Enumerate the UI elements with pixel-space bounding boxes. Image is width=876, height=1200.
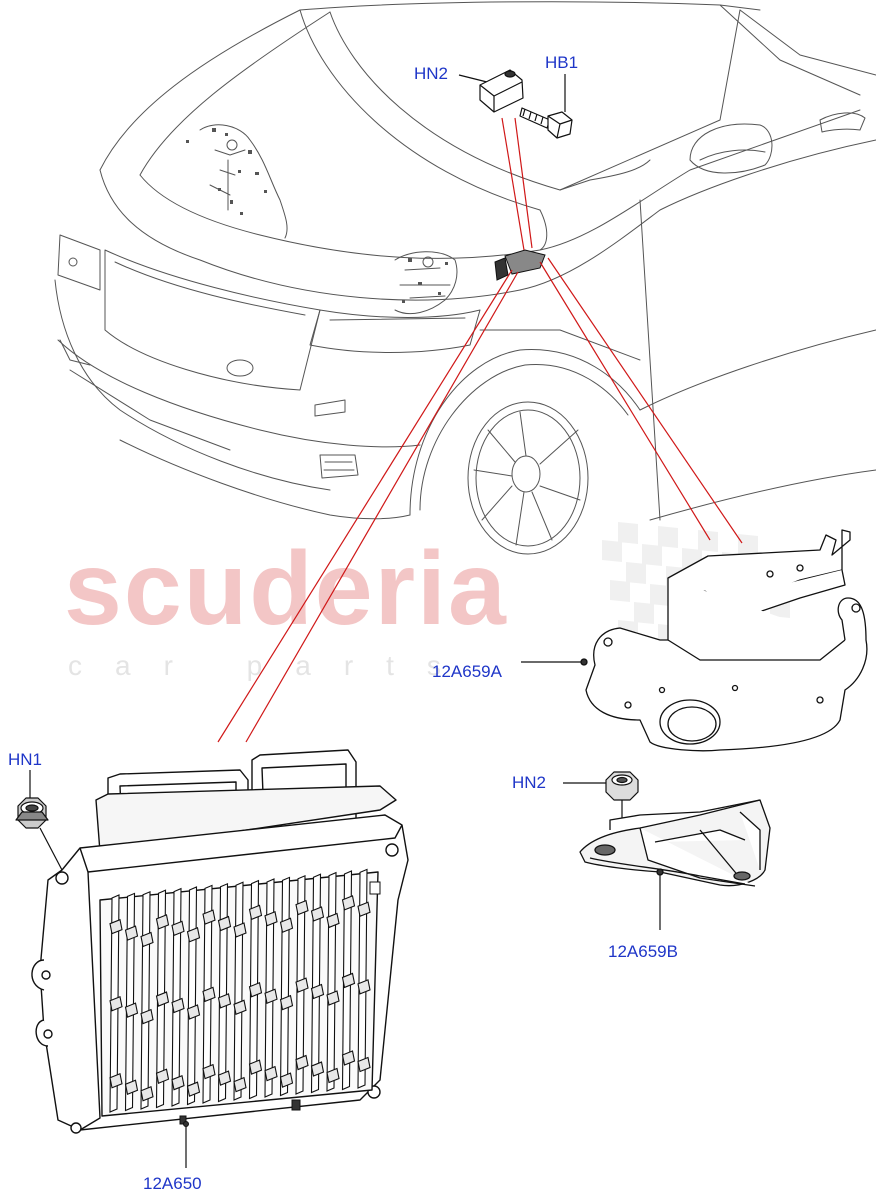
ecu-fin [326, 871, 337, 1092]
ecu-fin-tab [155, 991, 170, 1007]
ecu-fin-tab [171, 997, 185, 1014]
ecu-fin-tab [109, 918, 123, 935]
ecu-fin-tab [140, 931, 154, 948]
watermark-checker-square [658, 526, 678, 548]
callout-12a659b: 12A659B [608, 942, 678, 961]
ecu-fin-tab [202, 909, 216, 925]
ecu-fin-tab [248, 904, 263, 921]
ecu-fin-tab [295, 977, 309, 993]
watermark-checker-square [634, 602, 654, 624]
watermark-checker-square [618, 522, 638, 544]
watermark-checker-square [698, 530, 718, 552]
ecu-fin-tab [186, 1004, 201, 1020]
ecu-fin [124, 892, 136, 1112]
ecu-fin-tab [341, 1050, 356, 1066]
ecu-fin-tab [264, 911, 278, 927]
ecu-fin-tab [124, 1079, 139, 1095]
support-bracket-icon [579, 799, 771, 887]
ecu-fin-tab [140, 1085, 154, 1102]
ecu-fin [279, 876, 291, 1097]
ecu-fin-tab [171, 1074, 185, 1091]
bolt-icon [519, 107, 573, 139]
ecu-fin-tab [217, 915, 232, 932]
ecu-fin-tab [326, 912, 340, 929]
ecu-fin-tab [233, 1076, 247, 1093]
leader-lines-black [29, 74, 661, 1168]
ecu-fin-tab [279, 1072, 294, 1088]
callout-12a659a: 12A659A [432, 662, 502, 681]
ecu-fin-tab [341, 972, 356, 989]
ecu-fin-tab [217, 1070, 232, 1086]
ecu-fin-tab [233, 922, 247, 938]
ecu-fin-tab [310, 1061, 325, 1077]
ecu-fin-tab [295, 899, 309, 916]
ecu-fin-tab [202, 986, 216, 1003]
ecu-location-marker [494, 249, 546, 281]
ecu-fin-tab [357, 979, 371, 995]
ecu-fin-tab [264, 1065, 278, 1082]
ecu-fin [186, 886, 198, 1106]
ecu-fin-tab [233, 999, 247, 1016]
ecu-fin-tab [124, 925, 139, 941]
watermark-checker-square [610, 580, 630, 602]
ecu-fin-tab [248, 1059, 263, 1075]
nut-icon [479, 69, 524, 113]
ecu-fin-tab [124, 1002, 139, 1018]
watermark-checker-square [626, 562, 646, 584]
mounting-bracket-icon [580, 529, 868, 752]
ecu-fin-tab [341, 895, 356, 911]
ecu-fin [171, 887, 182, 1107]
vehicle-outline-icon [54, 1, 876, 555]
ecu-fin-tab [326, 1067, 340, 1084]
callout-hn1: HN1 [8, 750, 43, 769]
ecu-fin-tab [186, 926, 201, 943]
watermark-checker-square [602, 540, 622, 562]
ecu-fin-tab [279, 917, 294, 933]
ecu-pins [179, 881, 381, 1127]
ecu-fin-tab [217, 993, 232, 1009]
ecu-fin-tab [109, 1073, 123, 1089]
engine-bay-connectors [186, 128, 448, 303]
hn1-leader [39, 827, 63, 871]
ecu-fin-tab [326, 990, 340, 1006]
callout-12a650: 12A650 [143, 1174, 202, 1193]
watermark-checker-square [738, 534, 758, 556]
ecu-fin-tab [186, 1081, 201, 1097]
ecu-fin [140, 890, 151, 1110]
nut-icon [15, 797, 49, 829]
watermark-checker-square [642, 544, 662, 566]
ecu-fin-tab [295, 1054, 309, 1071]
callout-hn2-top: HN2 [414, 64, 449, 83]
ecu-fin-tab [109, 995, 123, 1012]
ecu-fin-tab [248, 981, 263, 998]
ecu-fin-tab [310, 906, 325, 922]
callout-hn2-lower: HN2 [512, 773, 547, 792]
ecu-fin-tab [279, 994, 294, 1011]
ecu-fin [357, 868, 368, 1089]
ecu-fin-tab [140, 1008, 154, 1025]
ecu-fin-tab [357, 1056, 371, 1073]
ecu-fin [217, 882, 229, 1103]
ecu-fin-tab [202, 1063, 216, 1080]
ecu-fin-tab [310, 983, 325, 1000]
ecu-fin-tab [357, 901, 371, 918]
ecu-cooling-fins [109, 868, 371, 1113]
ecu-fin [264, 878, 275, 1098]
ecu-fin-tab [171, 920, 185, 937]
ecu-fin [233, 881, 244, 1101]
watermark-checker-square [650, 584, 670, 606]
callout-hb1: HB1 [545, 53, 579, 72]
ecu-fin [310, 873, 322, 1094]
ecu-fin-tab [155, 1068, 170, 1084]
ecu-fin-tab [155, 914, 170, 930]
ecu-fin-tab [264, 988, 278, 1004]
nut-icon [605, 771, 639, 820]
leader-lines-red [217, 117, 743, 743]
